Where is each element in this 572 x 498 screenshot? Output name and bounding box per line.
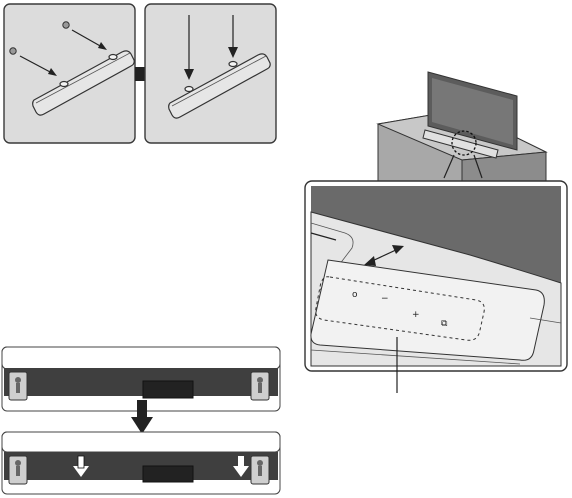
bracket-step-1 [1,346,281,412]
double-arrow-icon [364,245,404,266]
zoom-highlight-circle [451,130,477,156]
power-icon: o [352,290,358,300]
touch-area-outline [315,276,485,341]
volume-up-icon: + [412,310,420,320]
touch-panel-closeup: o − + ⧉ [304,180,568,393]
bracket-hook-right [250,371,270,401]
bracket-step-2 [1,431,281,495]
step-panel-screws-loose [3,3,136,144]
step-down-arrow-icon [131,400,153,434]
bracket-hook-left [8,455,28,485]
bracket-hook-right [250,455,270,485]
bracket-hook-left [8,371,28,401]
touch-buttons: o − + ⧉ [352,290,448,329]
insert-arrow [19,29,107,76]
step-panel-screws-inserted [144,3,277,144]
soundbar-small [422,129,499,159]
soundbar-top-left [32,50,135,116]
tv-cabinet-scene [376,71,548,183]
down-arrow-icon [73,455,249,477]
tv [427,71,518,151]
down-arrow-icon [184,15,238,80]
volume-down-icon: − [381,294,389,304]
screw-icon [9,21,70,55]
soundbar-top-right [168,53,271,119]
source-icon: ⧉ [441,319,448,329]
